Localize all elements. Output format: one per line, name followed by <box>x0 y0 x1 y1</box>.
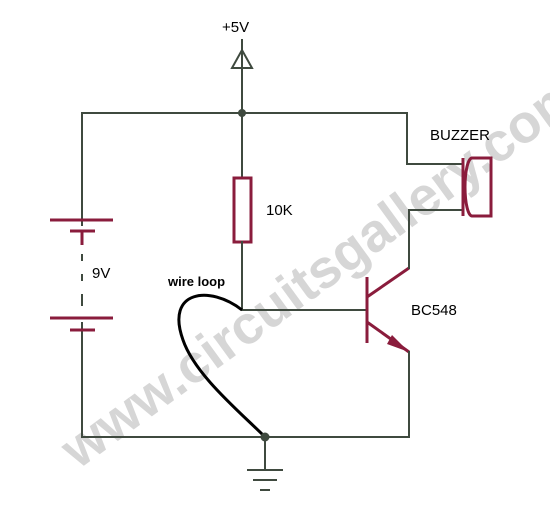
resistor-label: 10K <box>266 202 293 219</box>
wire-loop <box>177 293 267 439</box>
ground-symbol <box>247 436 283 491</box>
buzzer-label: BUZZER <box>430 127 490 144</box>
supply-arrow <box>230 39 254 114</box>
transistor-label: BC548 <box>411 302 457 319</box>
watermark: www.circuitsgallery.com <box>49 62 550 480</box>
supply-label: +5V <box>222 19 249 36</box>
transistor-bc548 <box>365 266 410 354</box>
junction-ground <box>260 432 270 442</box>
buzzer-symbol <box>461 156 493 218</box>
battery-label: 9V <box>92 265 110 282</box>
resistor-10k <box>232 176 253 244</box>
battery-symbol <box>50 218 113 332</box>
wire-loop-label: wire loop <box>167 274 225 289</box>
junction-top <box>238 109 246 117</box>
